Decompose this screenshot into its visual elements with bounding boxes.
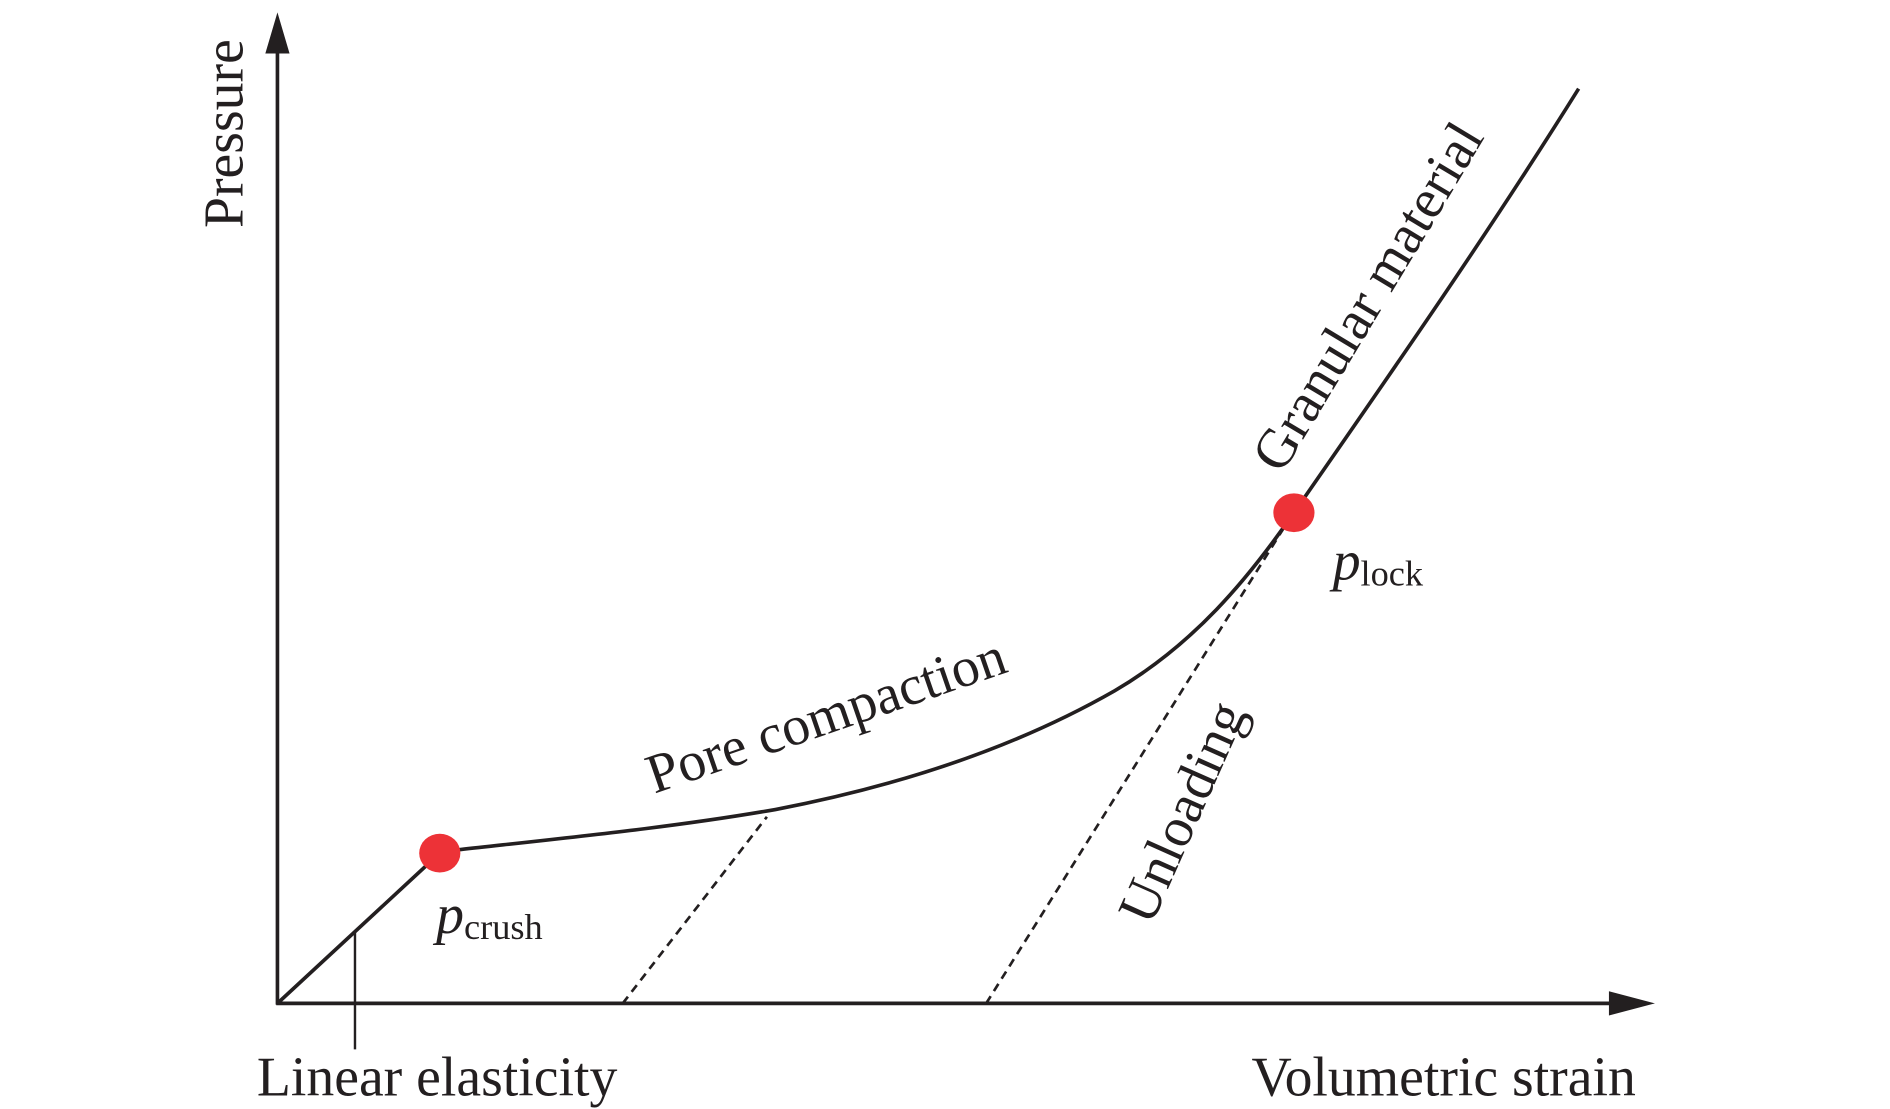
linear-elasticity-label: Linear elasticity [257,1046,618,1108]
p-crush-label: pcrush [432,884,543,947]
unloading-label: Unloading [1106,692,1258,932]
y-axis-label: Pressure [193,39,255,228]
p-lock-label: plock [1329,530,1424,593]
p-lock-symbol: p [1329,530,1361,592]
p-lock-point [1273,493,1315,533]
p-crush-subscript: crush [464,907,543,947]
unloading-line-2 [985,526,1286,1005]
x-axis-label: Volumetric strain [1252,1046,1636,1108]
p-crush-point [419,833,461,873]
y-axis-arrow [265,12,290,54]
unloading-line-1 [621,815,768,1005]
p-lock-subscript: lock [1361,553,1424,593]
p-crush-symbol: p [432,884,464,946]
pore-compaction-curve [439,87,1581,855]
x-axis-arrow [1608,991,1655,1016]
pore-compaction-label: Pore compaction [638,625,1014,806]
granular-material-label: Granular material [1240,112,1496,482]
linear-elastic-line [276,851,442,1005]
